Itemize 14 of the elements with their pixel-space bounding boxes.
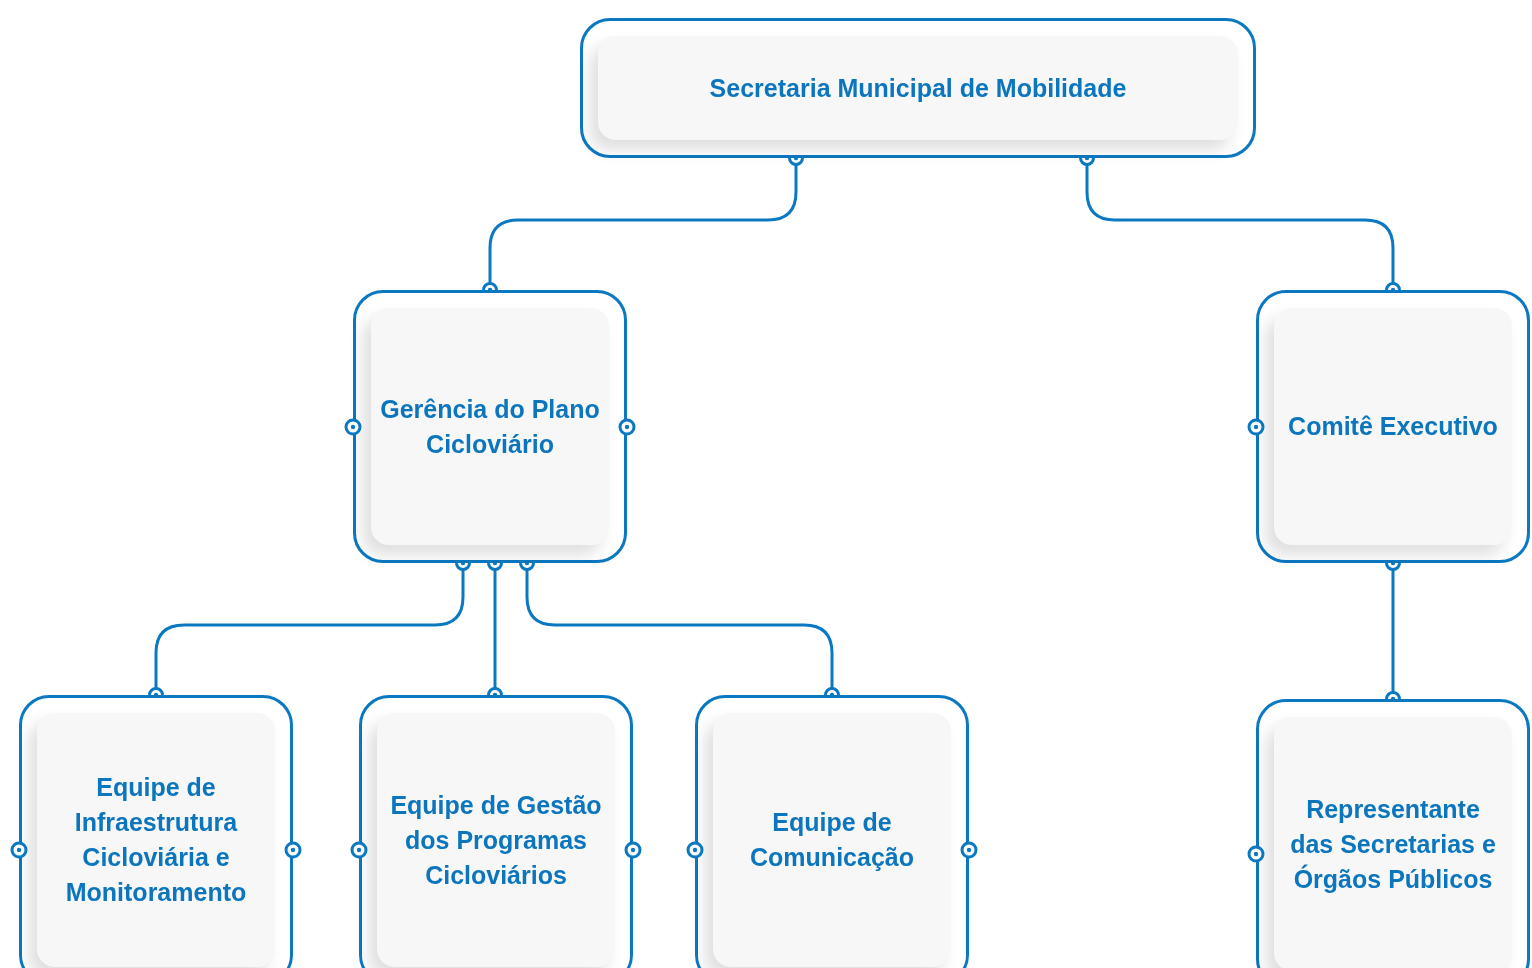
box-label: Secretaria Municipal de Mobilidade: [708, 72, 1128, 104]
org-box: [580, 18, 1256, 158]
org-box: [695, 695, 969, 968]
box-label: Equipe de Infraestrutura Cicloviária e Monitoramento: [64, 772, 248, 908]
org-box: [19, 695, 293, 968]
org-box: [1256, 290, 1530, 563]
box-label: Representante das Secretarias e Órgãos Públicos: [1289, 793, 1497, 895]
box-label: Gerência do Plano Cicloviário: [379, 393, 601, 460]
box-label: Equipe de Comunicação: [749, 807, 915, 873]
org-box: [1256, 699, 1530, 968]
org-box: [359, 695, 633, 968]
org-box: [353, 290, 627, 563]
box-label: Comitê Executivo: [1287, 411, 1499, 442]
box-label: Equipe de Gestão dos Programas Cicloviários: [389, 789, 603, 891]
